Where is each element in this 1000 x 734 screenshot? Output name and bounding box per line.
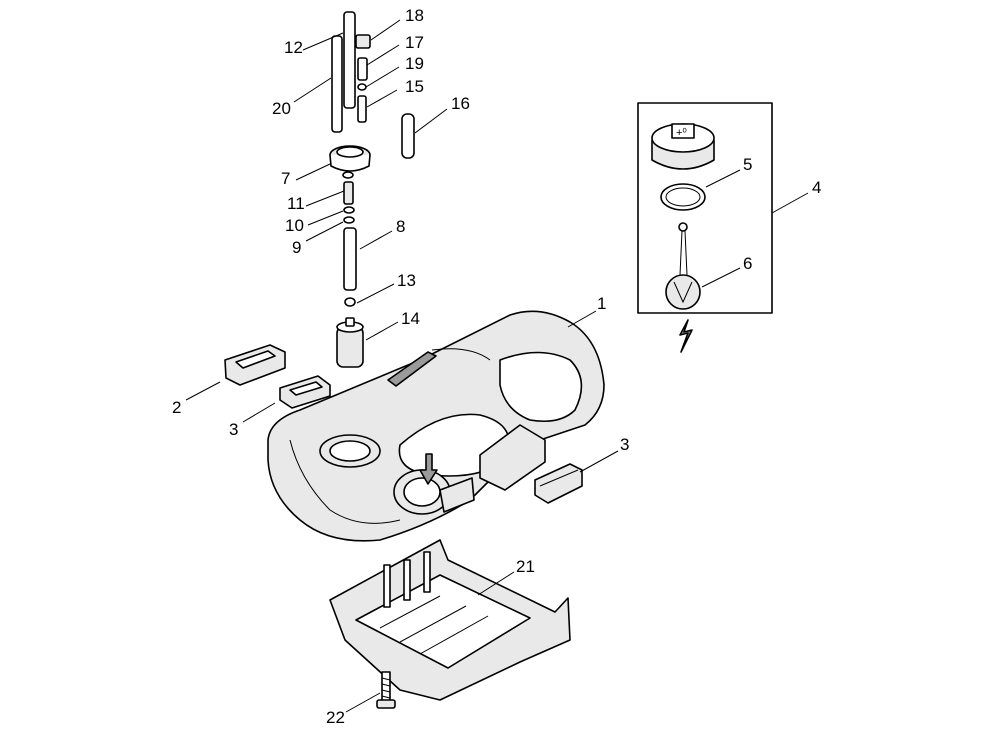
callout-22: 22 [326, 708, 345, 727]
callout-6: 6 [743, 254, 752, 273]
callout-2: 2 [172, 398, 181, 417]
leader-lines [185, 19, 809, 713]
svg-text:+⁰: +⁰ [676, 127, 687, 139]
callout-8: 8 [396, 217, 405, 236]
ring-part-top [342, 171, 354, 179]
callout-3-right: 3 [620, 435, 629, 454]
callout-3-left: 3 [229, 420, 238, 439]
callout-9: 9 [292, 238, 301, 257]
screw-part-22 [376, 671, 396, 709]
ring-part-19 [357, 83, 367, 91]
callout-10: 10 [285, 216, 304, 235]
cushion-part-3-left [279, 375, 331, 409]
callout-15: 15 [405, 77, 424, 96]
callout-14: 14 [401, 309, 420, 328]
connector-part-11 [343, 181, 354, 205]
callout-17: 17 [405, 33, 424, 52]
fuel-cap-kit-part-4: +⁰ [637, 102, 773, 353]
tube-part-20 [331, 35, 343, 133]
callout-16: 16 [451, 94, 470, 113]
callout-labels: 1 2 3 3 4 5 6 7 8 9 10 11 12 13 14 15 16… [172, 6, 821, 727]
fitting-part-17 [357, 57, 368, 81]
ring-part-9 [343, 216, 355, 224]
fuel-tank-part-1 [267, 310, 605, 542]
fitting-part-15 [357, 95, 367, 123]
callout-5: 5 [743, 155, 752, 174]
callout-13: 13 [397, 271, 416, 290]
fuel-hose-part-8 [343, 227, 357, 291]
callout-1: 1 [597, 294, 606, 313]
tank-guard-part-21 [329, 539, 571, 701]
cap-strap-part-6 [665, 274, 701, 310]
cap-part-18 [355, 34, 371, 49]
callout-12: 12 [284, 38, 303, 57]
callout-4: 4 [812, 178, 821, 197]
cushion-part-3-right [534, 463, 583, 504]
ring-part-13 [344, 297, 356, 307]
mount-rubber-part-2 [224, 344, 286, 386]
callout-7: 7 [281, 169, 290, 188]
assembly-arrow-icon [679, 319, 693, 353]
fuel-filter-part-14 [336, 326, 364, 368]
ring-part-10 [343, 206, 355, 214]
callout-20: 20 [272, 99, 291, 118]
callout-11: 11 [287, 194, 305, 213]
callout-19: 19 [405, 54, 424, 73]
callout-21: 21 [516, 557, 535, 576]
callout-18: 18 [405, 6, 424, 25]
pin-part-16 [401, 113, 415, 159]
kit-boundary-box [637, 102, 773, 314]
fuel-pickup-assembly [329, 11, 415, 368]
tube-part-12 [343, 11, 356, 109]
